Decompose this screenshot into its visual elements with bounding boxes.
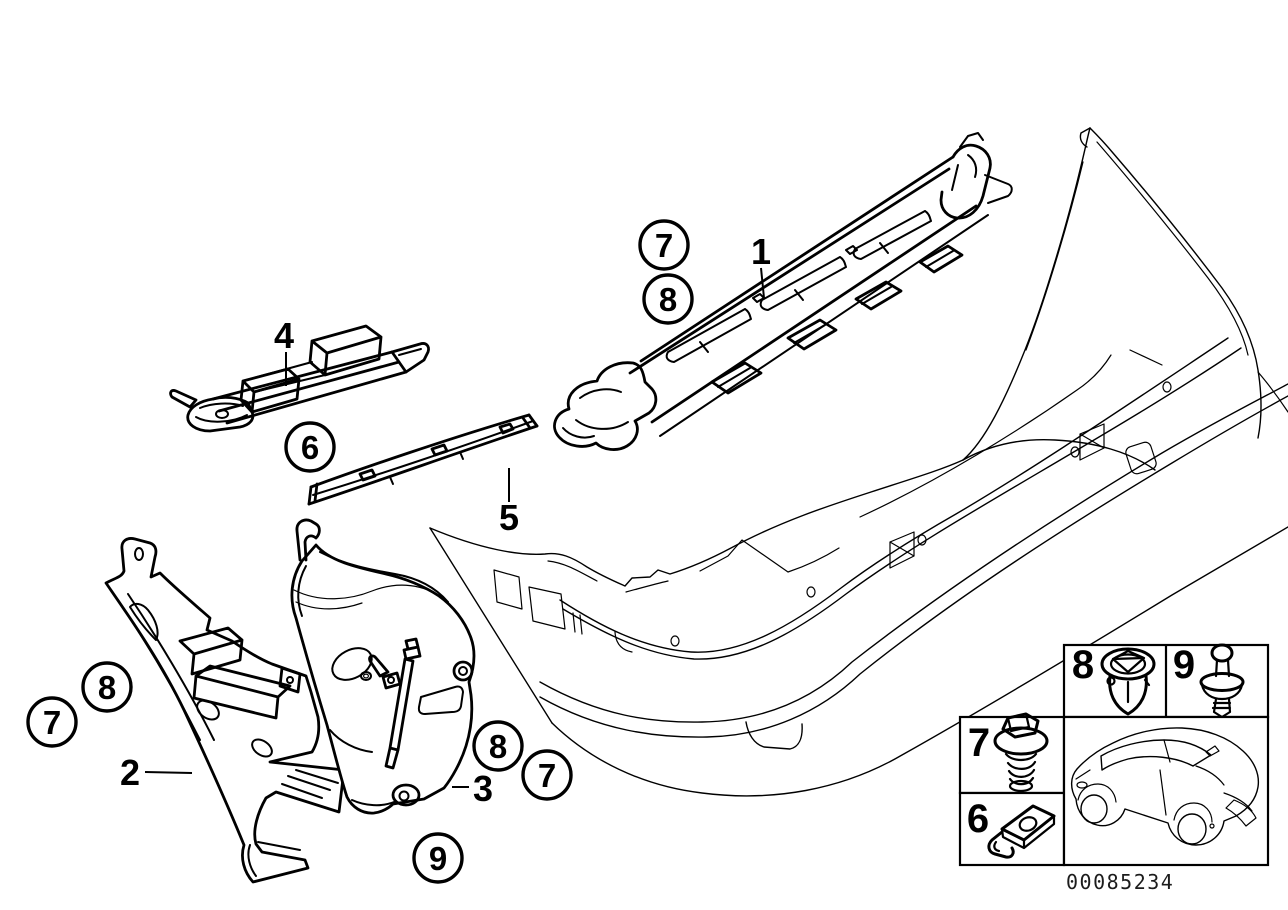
car-rear-three-quarter-icon [1070, 727, 1260, 846]
part-4-bracket-drawing [169, 324, 430, 433]
expanding-rivet-clip-icon [1100, 647, 1156, 716]
callout-7-carrier-top[interactable]: 7 [638, 219, 690, 271]
callout-9-bottom[interactable]: 9 [412, 832, 464, 884]
callout-8-center[interactable]: 8 [472, 720, 524, 772]
svg-text:7: 7 [968, 721, 990, 765]
legend-cell-9[interactable]: 9 [1173, 643, 1245, 719]
svg-text:8: 8 [489, 728, 507, 765]
callout-8-carrier-top[interactable]: 8 [642, 273, 694, 325]
part-label-2[interactable]: 2 [120, 752, 140, 793]
svg-text:7: 7 [538, 757, 556, 794]
legend-vehicle-box [1062, 715, 1270, 867]
part-label-4[interactable]: 4 [274, 315, 294, 356]
car-rear-body-drawing [429, 127, 1288, 797]
legend-cell-7[interactable]: 7 [968, 712, 1049, 793]
svg-text:8: 8 [659, 281, 677, 318]
part-3-arch-cover-drawing [290, 518, 476, 815]
callout-7-left[interactable]: 7 [26, 696, 78, 748]
svg-text:8: 8 [1072, 643, 1094, 687]
callout-6-bracket[interactable]: 6 [284, 421, 336, 473]
callout-8-left[interactable]: 8 [81, 661, 133, 713]
hex-screw-with-washer-icon [993, 712, 1049, 793]
svg-text:7: 7 [43, 704, 61, 741]
svg-text:8: 8 [98, 669, 116, 706]
part-5-trim-strip-drawing [307, 413, 539, 506]
expansion-rivet-pin-icon [1199, 643, 1245, 719]
svg-text:9: 9 [1173, 643, 1195, 687]
legend-cell-6[interactable]: 6 [967, 797, 1056, 859]
part-1-bumper-carrier-drawing [553, 132, 1013, 451]
fastener-callouts: 7 8 6 8 7 8 7 9 [26, 219, 694, 884]
svg-text:9: 9 [429, 840, 447, 877]
document-number: 00085234 [1066, 870, 1174, 894]
sheet-metal-clip-nut-icon [987, 804, 1056, 859]
part-label-1[interactable]: 1 [751, 231, 771, 272]
part-number-labels: 1 2 3 4 5 [120, 231, 771, 809]
part-label-5[interactable]: 5 [499, 497, 519, 538]
part-2-mounting-bracket-drawing [104, 537, 346, 884]
svg-text:7: 7 [655, 227, 673, 264]
fastener-legend: 8 9 7 [958, 643, 1270, 894]
svg-text:6: 6 [301, 429, 319, 466]
part-label-3[interactable]: 3 [473, 768, 493, 809]
legend-cell-8[interactable]: 8 [1072, 643, 1156, 716]
callout-7-center[interactable]: 7 [521, 749, 573, 801]
svg-text:6: 6 [967, 797, 989, 841]
